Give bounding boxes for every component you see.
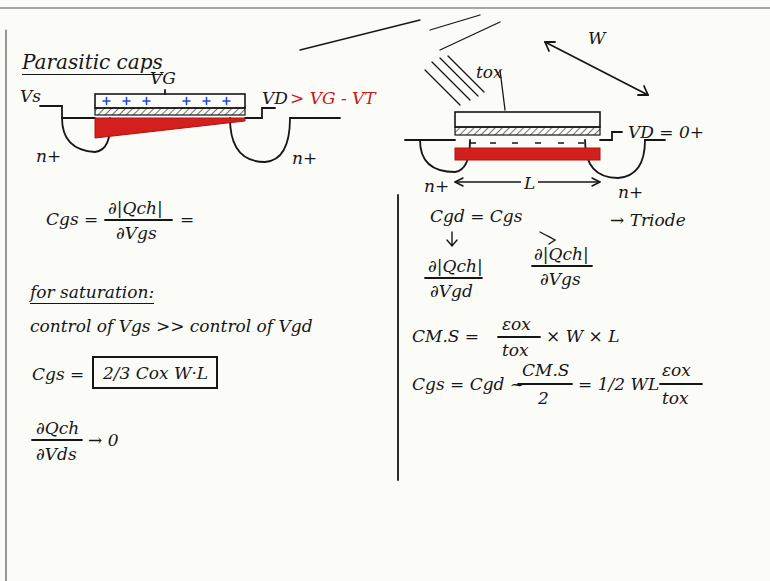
- region-label: n+: [292, 150, 317, 167]
- condition-label: > VG - VT: [290, 90, 376, 107]
- heading-text: for saturation:: [30, 284, 154, 304]
- equation-text: → 0: [88, 432, 118, 449]
- fraction-numerator: ∂|Qch|: [534, 246, 589, 263]
- dimension-label: tox: [476, 64, 503, 81]
- equation-text: Cgd = Cgs: [430, 208, 522, 225]
- fraction-denominator: ∂Vgs: [540, 271, 581, 288]
- equation-text: =: [180, 211, 194, 228]
- region-label: n+: [424, 178, 449, 195]
- fraction-denominator: ∂Vgd: [430, 283, 473, 300]
- note-text: → Triode: [610, 212, 686, 229]
- dimension-label: L: [521, 175, 538, 192]
- fraction-denominator: ∂Vgs: [116, 225, 157, 242]
- fraction-numerator: ∂|Qch|: [428, 258, 483, 275]
- terminal-label: VG: [150, 70, 176, 87]
- equation-text: CM.S =: [412, 328, 479, 345]
- dimension-label: W: [588, 30, 605, 47]
- fraction-numerator: εox: [502, 316, 531, 333]
- terminal-label: VD: [262, 90, 288, 107]
- region-label: n+: [618, 184, 643, 201]
- fraction-numerator: εox: [662, 362, 691, 379]
- fraction-denominator: tox: [662, 390, 689, 407]
- note-text: control of Vgs >> control of Vgd: [30, 318, 313, 335]
- equation-text: × W × L: [546, 328, 619, 345]
- fraction-numerator: CM.S: [522, 362, 569, 379]
- equation-text: Cgs =: [46, 211, 98, 228]
- boxed-equation: 2/3 Cox W·L: [92, 356, 218, 389]
- fraction-numerator: ∂Qch: [36, 420, 79, 437]
- fraction-denominator: tox: [502, 342, 529, 359]
- terminal-label: VD = 0+: [628, 124, 704, 141]
- fraction-numerator: ∂|Qch|: [108, 200, 163, 217]
- equation-text: Cgs =: [32, 366, 84, 383]
- fraction-denominator: 2: [538, 390, 549, 407]
- equation-text: = 1/2 WL: [578, 376, 659, 393]
- region-label: n+: [36, 148, 61, 165]
- title-text: Parasitic caps: [22, 52, 163, 75]
- equation-text: 2/3 Cox W·L: [103, 365, 207, 382]
- terminal-label: Vs: [20, 88, 41, 105]
- equation-text: Cgs = Cgd ~: [412, 376, 524, 393]
- fraction-denominator: ∂Vds: [36, 446, 77, 463]
